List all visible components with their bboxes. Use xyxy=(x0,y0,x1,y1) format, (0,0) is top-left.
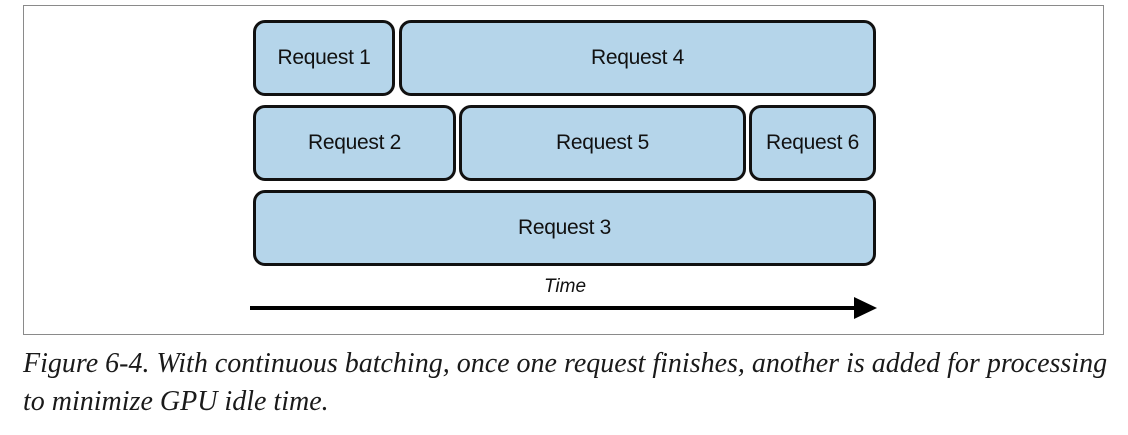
time-arrow xyxy=(250,297,877,319)
request-4-block: Request 4 xyxy=(399,20,876,96)
request-1-block: Request 1 xyxy=(253,20,395,96)
request-3-block: Request 3 xyxy=(253,190,876,266)
time-axis-label: Time xyxy=(543,276,587,297)
figure-caption: Figure 6-4. With continuous batching, on… xyxy=(23,348,1108,417)
request-2-block: Request 2 xyxy=(253,105,456,181)
time-arrow-head xyxy=(854,297,877,319)
request-5-block: Request 5 xyxy=(459,105,746,181)
request-6-block: Request 6 xyxy=(749,105,876,181)
